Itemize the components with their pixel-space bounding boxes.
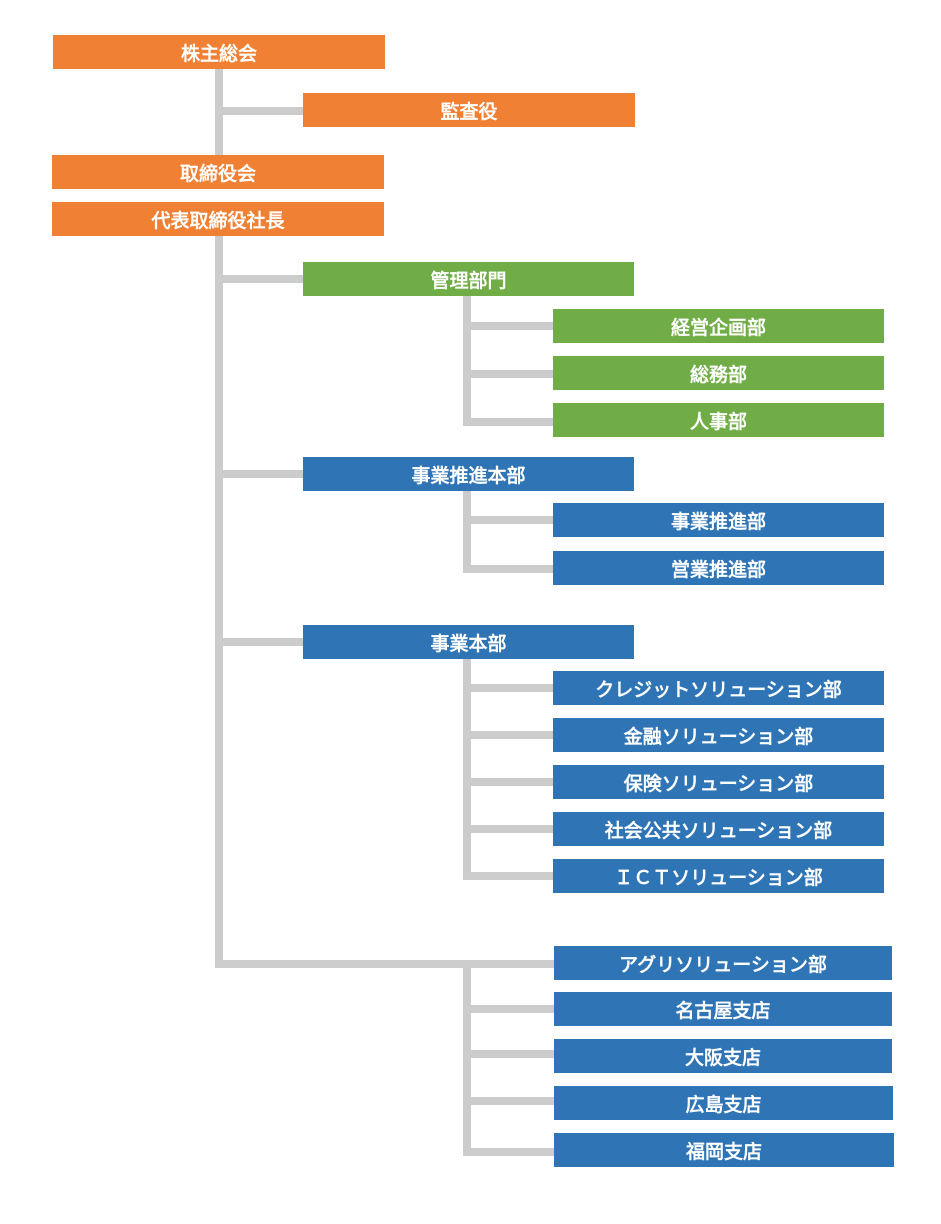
connector-other-trunk [463, 964, 471, 1156]
connector-other-dept-4 [463, 1097, 555, 1105]
connector-auditor [215, 107, 304, 115]
connector-other-dept-3 [463, 1050, 555, 1058]
box-other-dept-5: 福岡支店 [554, 1133, 894, 1167]
box-auditor: 監査役 [303, 93, 635, 127]
box-president: 代表取締役社長 [52, 202, 384, 236]
box-other-dept-2: 名古屋支店 [554, 992, 892, 1026]
box-business-promotion-dept-2: 営業推進部 [553, 551, 884, 585]
box-business-dept-4: 社会公共ソリューション部 [553, 812, 884, 846]
box-business-promotion-dept-1: 事業推進部 [553, 503, 884, 537]
box-management-dept-2: 総務部 [553, 356, 884, 390]
connector-main-trunk [215, 235, 223, 968]
connector-business-promotion [215, 470, 303, 478]
connector-promotion-trunk [463, 491, 471, 573]
connector-management-dept-2 [463, 370, 553, 378]
box-other-dept-3: 大阪支店 [554, 1039, 892, 1073]
box-business-dept-5: ＩＣＴソリューション部 [553, 859, 884, 893]
connector-business-dept-3 [463, 778, 553, 786]
connector-management [215, 275, 303, 283]
connector-promotion-dept-1 [463, 516, 553, 524]
box-business-dept-1: クレジットソリューション部 [553, 671, 884, 705]
box-management-dept-3: 人事部 [553, 403, 884, 437]
connector-management-dept-1 [463, 322, 553, 330]
connector-business-dept-2 [463, 731, 553, 739]
connector-other-dept-5 [463, 1148, 555, 1156]
connector-business-dept-1 [463, 684, 553, 692]
connector-other-dept-2 [463, 1005, 555, 1013]
box-business-dept-3: 保険ソリューション部 [553, 765, 884, 799]
connector-management-dept-3 [463, 418, 553, 426]
box-management-division: 管理部門 [303, 262, 634, 296]
box-shareholders-meeting: 株主総会 [53, 35, 385, 69]
connector-business-dept-4 [463, 825, 553, 833]
connector-business [215, 638, 303, 646]
box-business-hq: 事業本部 [303, 625, 634, 659]
connector-other [215, 960, 555, 968]
box-other-dept-1: アグリソリューション部 [554, 946, 892, 980]
connector-business-trunk [463, 658, 471, 880]
connector-business-dept-5 [463, 872, 553, 880]
box-business-promotion-hq: 事業推進本部 [303, 457, 634, 491]
box-other-dept-4: 広島支店 [554, 1086, 893, 1120]
box-management-dept-1: 経営企画部 [553, 309, 884, 343]
connector-management-trunk [463, 296, 471, 426]
box-board-of-directors: 取締役会 [52, 155, 384, 189]
connector-promotion-dept-2 [463, 565, 553, 573]
box-business-dept-2: 金融ソリューション部 [553, 718, 884, 752]
